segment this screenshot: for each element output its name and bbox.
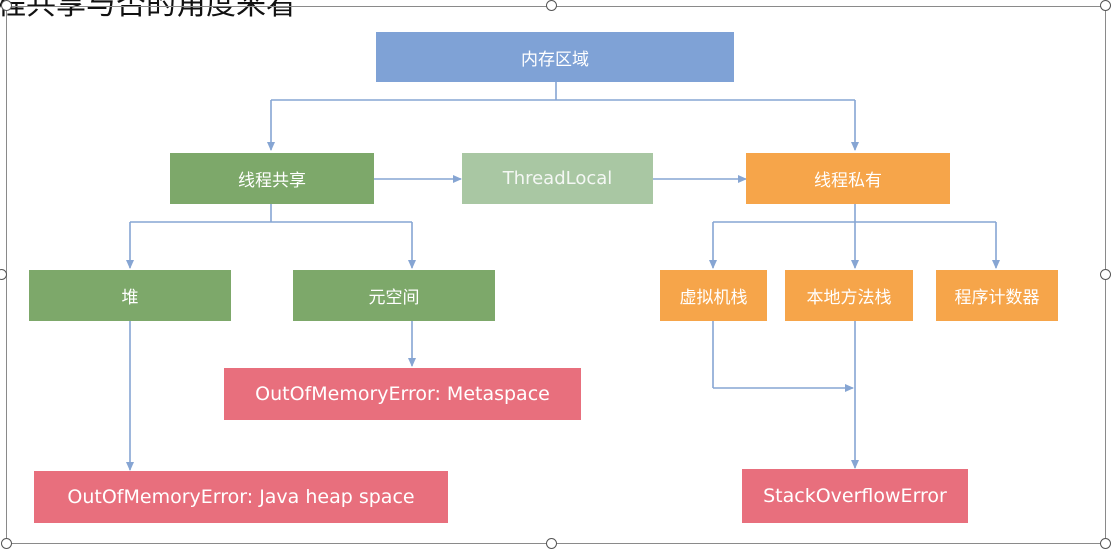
resize-handle-top-center[interactable] (546, 0, 557, 11)
node-oom-metaspace: OutOfMemoryError: Metaspace (224, 368, 581, 420)
resize-handle-top-left[interactable] (1, 0, 12, 11)
resize-handle-bottom-center[interactable] (546, 538, 557, 549)
top-caption: 程共享与否的角度来看 (0, 0, 296, 22)
node-threadlocal: ThreadLocal (462, 153, 653, 204)
node-metaspace: 元空间 (293, 270, 495, 321)
node-memory-area: 内存区域 (376, 32, 734, 82)
resize-handle-top-right[interactable] (1100, 0, 1111, 11)
node-program-counter: 程序计数器 (936, 270, 1058, 321)
resize-handle-middle-right[interactable] (1100, 269, 1111, 280)
node-thread-shared: 线程共享 (170, 153, 374, 204)
resize-handle-bottom-right[interactable] (1100, 538, 1111, 549)
node-stack-overflow: StackOverflowError (742, 469, 968, 523)
resize-handle-middle-left[interactable] (0, 269, 7, 280)
node-heap: 堆 (29, 270, 231, 321)
node-oom-heap: OutOfMemoryError: Java heap space (34, 471, 448, 523)
node-vm-stack: 虚拟机栈 (660, 270, 767, 321)
resize-handle-bottom-left[interactable] (1, 538, 12, 549)
node-thread-private: 线程私有 (746, 153, 950, 204)
node-native-method-stack: 本地方法栈 (785, 270, 913, 321)
